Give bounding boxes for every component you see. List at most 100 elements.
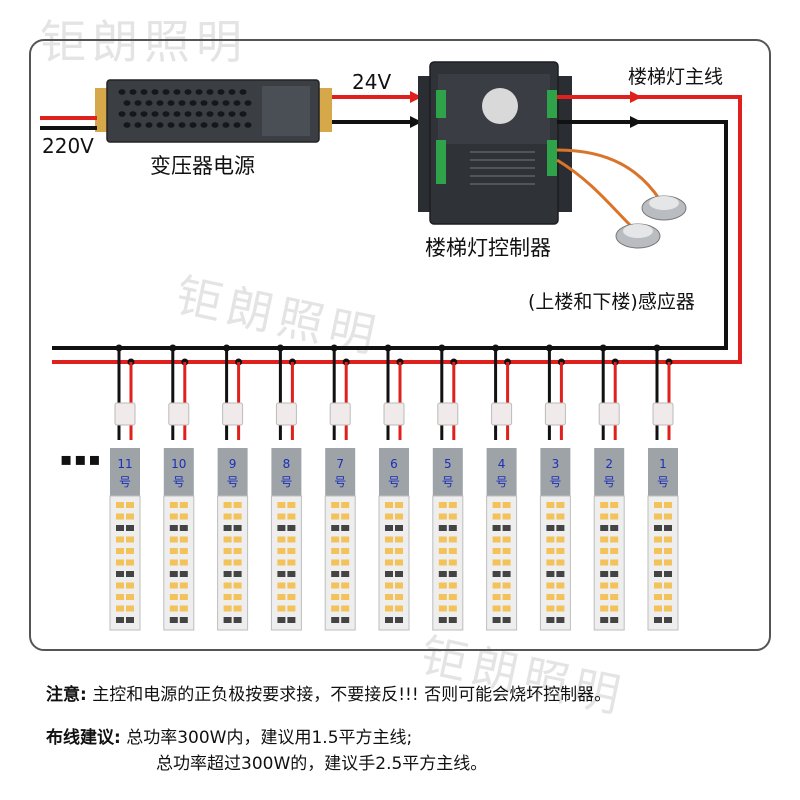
strip-number: 10 (171, 457, 186, 471)
strip-body (109, 495, 141, 631)
strip-number-suffix: 号 (657, 475, 669, 489)
strip-number: 6 (390, 457, 398, 471)
strip-connector (491, 402, 513, 426)
sensor-cable-lower (556, 158, 632, 227)
controller-right-flange (555, 76, 572, 212)
wire-220v (40, 116, 97, 130)
strip-number: 4 (498, 457, 506, 471)
strip-end-cap (325, 448, 356, 496)
advice-label: 布线建议: (46, 728, 121, 748)
strip-connector (383, 402, 405, 426)
label-main-line: 楼梯灯主线 (628, 66, 724, 88)
strip-number-suffix: 号 (388, 475, 400, 489)
strip-number: 11 (117, 457, 132, 471)
strip-number: 3 (552, 457, 560, 471)
led-strip-5: 5号 (432, 344, 464, 631)
wiring-advice: 布线建议: 总功率300W内，建议用1.5平方主线; (46, 723, 412, 748)
strip-number-suffix: 号 (334, 475, 346, 489)
label-220v: 220V (42, 134, 94, 158)
power-supply (95, 79, 332, 143)
advice-line-1: 总功率300W内，建议用1.5平方主线; (126, 728, 413, 748)
strip-body (486, 495, 518, 631)
strip-number-suffix: 号 (496, 475, 508, 489)
label-controller: 楼梯灯控制器 (425, 236, 551, 260)
strip-connector (329, 402, 351, 426)
note-label: 注意: (46, 685, 87, 705)
arrow-main-positive (630, 91, 642, 103)
strip-end-cap (271, 448, 302, 496)
strip-end-cap (110, 448, 140, 496)
led-strip-7: 7号 (324, 344, 356, 631)
led-strip-3: 3号 (539, 344, 571, 631)
strip-number: 7 (336, 457, 344, 471)
strip-number-suffix: 号 (227, 475, 239, 489)
note-text: 主控和电源的正负极按要求接，不要接反!!! 否则可能会烧坏控制器。 (92, 685, 612, 705)
led-strip-8: 8号 (270, 344, 302, 631)
strip-number-suffix: 号 (442, 475, 454, 489)
controller-sensor-terminal (547, 140, 557, 176)
strip-connector (544, 402, 566, 426)
power-supply-input-terminal (95, 88, 107, 132)
strip-body (378, 495, 410, 631)
strip-end-cap (486, 448, 517, 496)
strip-body (324, 495, 356, 631)
watermark-top: 钜朗照明 (40, 15, 248, 69)
strip-number-suffix: 号 (173, 475, 185, 489)
strip-connector (652, 402, 674, 426)
led-strip-1: 1号 (647, 344, 679, 631)
sensor-cables (556, 148, 687, 249)
strip-number: 1 (659, 457, 667, 471)
label-power-supply: 变压器电源 (150, 154, 255, 178)
strip-connector (275, 402, 297, 426)
strip-number-suffix: 号 (549, 475, 561, 489)
strip-connector (598, 402, 620, 426)
strip-end-cap (379, 448, 409, 496)
label-more-strips: ▪▪▪ (60, 449, 103, 470)
strip-connector (168, 402, 190, 426)
strip-body (217, 495, 249, 631)
strip-number: 8 (283, 457, 291, 471)
power-supply-output-terminal (318, 88, 332, 132)
main-line-positive (52, 95, 742, 364)
stair-controller (418, 61, 572, 225)
led-strip-4: 4号 (486, 344, 518, 631)
led-strip-11: 11 号 (109, 344, 141, 631)
strip-number-suffix: 号 (280, 475, 292, 489)
strip-connector (114, 402, 136, 426)
controller-logo (482, 88, 518, 124)
strip-end-cap (648, 448, 678, 496)
advice-line-2: 总功率超过300W的，建议手2.5平方主线。 (156, 754, 488, 774)
led-strip-9: 9号 (217, 344, 249, 631)
strip-end-cap (432, 448, 463, 496)
note-warning: 注意: 主控和电源的正负极按要求接，不要接反!!! 否则可能会烧坏控制器。 (46, 680, 611, 705)
controller-settings-terminal (436, 140, 446, 184)
strip-end-cap (217, 448, 248, 496)
strip-number: 5 (444, 457, 452, 471)
label-sensors: (上楼和下楼)感应器 (528, 291, 695, 313)
strip-body (539, 495, 571, 631)
controller-output-terminal (547, 90, 557, 118)
strip-end-cap (540, 448, 571, 496)
label-24v: 24V (352, 70, 392, 94)
strip-number: 9 (229, 457, 237, 471)
strip-body (647, 495, 679, 631)
strip-body (432, 495, 464, 631)
led-strip-10: 10 号 (163, 344, 195, 631)
strip-connector (437, 402, 459, 426)
controller-left-flange (418, 76, 432, 212)
led-strip-2: 2号 (593, 344, 625, 631)
strip-number-suffix: 号 (119, 475, 131, 489)
strip-number: 2 (605, 457, 613, 471)
strip-end-cap (163, 448, 194, 496)
wire-24v (332, 91, 432, 128)
arrow-main-negative (630, 116, 642, 128)
strip-body (593, 495, 625, 631)
arrow-24v-positive (410, 91, 422, 103)
led-strip-6: 6号 (378, 344, 410, 631)
arrow-24v-negative (410, 116, 422, 128)
strip-body (270, 495, 302, 631)
controller-input-terminal (436, 90, 446, 118)
strip-number-suffix: 号 (603, 475, 615, 489)
